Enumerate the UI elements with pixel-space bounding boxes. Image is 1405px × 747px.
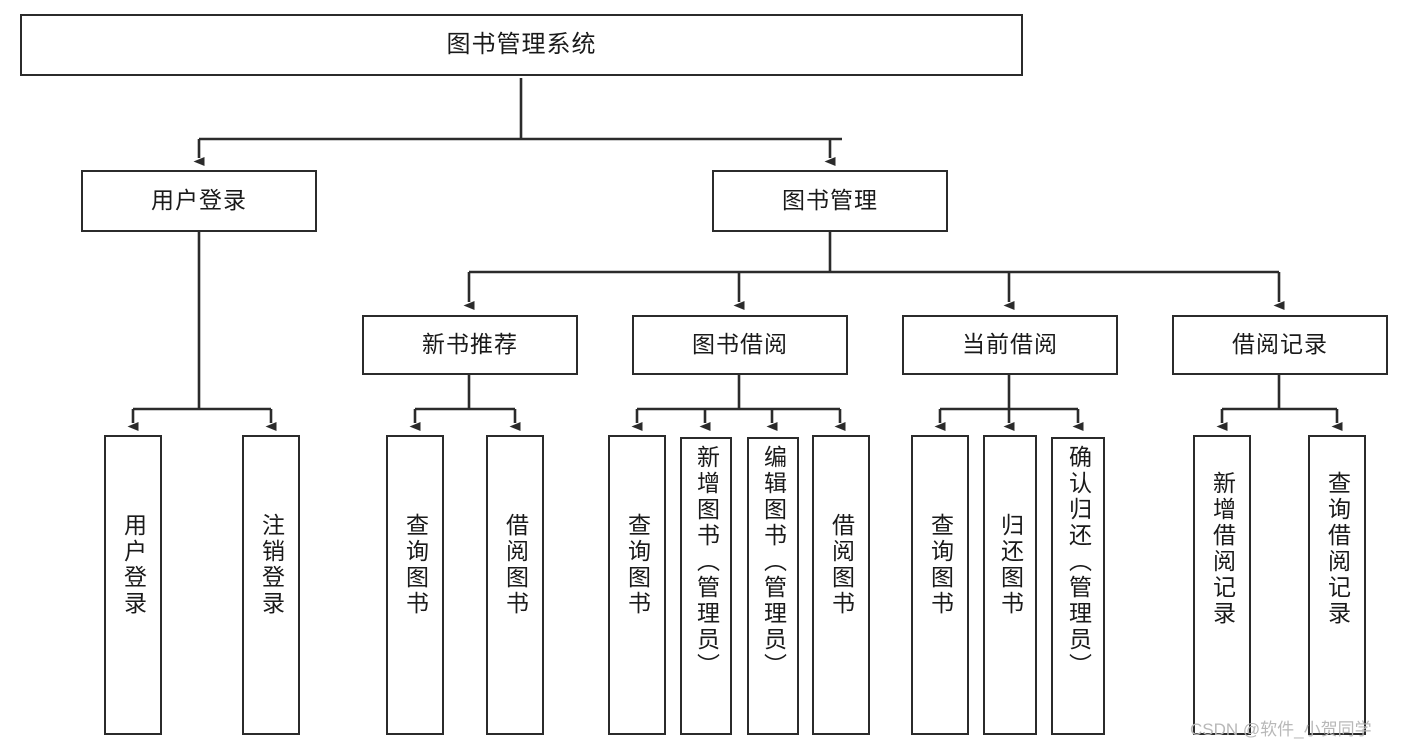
leaf-edit-book-label: 编辑图书（管理员） — [760, 445, 787, 679]
leaf-confirm-return-label: 确认归还（管理员） — [1065, 445, 1092, 679]
leaf-user-logout[interactable]: 注销登录 — [242, 435, 300, 735]
node-user-login-label: 用户登录 — [151, 187, 247, 214]
leaf-borrow-book-2[interactable]: 借阅图书 — [812, 435, 870, 735]
leaf-query-book-1-label: 查询图书 — [402, 513, 429, 617]
leaf-add-record-label: 新增借阅记录 — [1209, 471, 1236, 627]
node-book-borrow[interactable]: 图书借阅 — [632, 315, 848, 375]
leaf-query-book-2-label: 查询图书 — [624, 513, 651, 617]
node-new-book-recommend-label: 新书推荐 — [422, 331, 518, 358]
node-new-book-recommend[interactable]: 新书推荐 — [362, 315, 578, 375]
node-user-login[interactable]: 用户登录 — [81, 170, 317, 232]
leaf-query-record[interactable]: 查询借阅记录 — [1308, 435, 1366, 735]
leaf-query-book-3-label: 查询图书 — [927, 513, 954, 617]
leaf-return-book-label: 归还图书 — [997, 513, 1024, 617]
leaf-query-book-2[interactable]: 查询图书 — [608, 435, 666, 735]
leaf-confirm-return[interactable]: 确认归还（管理员） — [1051, 437, 1105, 735]
leaf-add-book-label: 新增图书（管理员） — [693, 445, 720, 679]
leaf-borrow-book-1-label: 借阅图书 — [502, 513, 529, 617]
node-borrow-record[interactable]: 借阅记录 — [1172, 315, 1388, 375]
leaf-return-book[interactable]: 归还图书 — [983, 435, 1037, 735]
node-root[interactable]: 图书管理系统 — [20, 14, 1023, 76]
node-book-manage-label: 图书管理 — [782, 187, 878, 214]
node-borrow-record-label: 借阅记录 — [1232, 331, 1328, 358]
node-root-label: 图书管理系统 — [446, 30, 597, 58]
leaf-user-logout-label: 注销登录 — [258, 513, 285, 617]
leaf-user-login-label: 用户登录 — [120, 513, 147, 617]
leaf-user-login[interactable]: 用户登录 — [104, 435, 162, 735]
leaf-query-book-1[interactable]: 查询图书 — [386, 435, 444, 735]
leaf-borrow-book-2-label: 借阅图书 — [828, 513, 855, 617]
leaf-query-record-label: 查询借阅记录 — [1324, 471, 1351, 627]
node-book-borrow-label: 图书借阅 — [692, 331, 788, 358]
leaf-borrow-book-1[interactable]: 借阅图书 — [486, 435, 544, 735]
node-current-borrow[interactable]: 当前借阅 — [902, 315, 1118, 375]
leaf-query-book-3[interactable]: 查询图书 — [911, 435, 969, 735]
leaf-add-book[interactable]: 新增图书（管理员） — [680, 437, 732, 735]
node-current-borrow-label: 当前借阅 — [962, 331, 1058, 358]
node-book-manage[interactable]: 图书管理 — [712, 170, 948, 232]
leaf-add-record[interactable]: 新增借阅记录 — [1193, 435, 1251, 735]
watermark: CSDN @软件_小贺同学 — [1190, 720, 1372, 739]
leaf-edit-book[interactable]: 编辑图书（管理员） — [747, 437, 799, 735]
